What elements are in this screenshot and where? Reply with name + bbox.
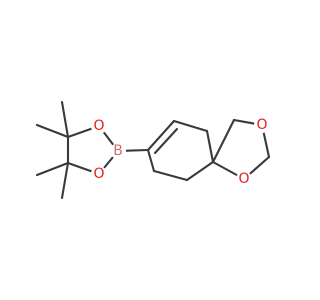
bond-ring-6 (146, 148, 156, 173)
bond-methyl-1 (60, 100, 70, 139)
boron-label: B (113, 143, 123, 159)
atom-oxygen-dioxolane-top: O (254, 117, 270, 133)
bond-ring-1 (146, 119, 176, 152)
molecule-structure: B O O O O (35, 100, 271, 200)
oxygen-label: O (93, 166, 104, 182)
bond-ring-3 (205, 129, 215, 164)
bond-methyl-4 (60, 161, 70, 200)
molecule-diagram: B O O O O (35, 100, 271, 200)
oxygen-label: O (238, 171, 249, 187)
oxygen-label: O (93, 118, 104, 134)
atom-oxygen-dioxolane-bottom: O (236, 171, 252, 187)
oxygen-label: O (256, 117, 267, 133)
bond-ring-5 (152, 169, 189, 182)
bond-ring-4 (185, 160, 215, 182)
bond-spiro-ch2 (211, 118, 236, 164)
bond-methyl-2 (35, 123, 70, 139)
atom-boron: B (110, 143, 126, 159)
bond-ring-1-double (153, 127, 179, 155)
atom-oxygen-boronate-top: O (91, 118, 107, 134)
bond-methyl-3 (35, 161, 70, 177)
atom-oxygen-boronate-bottom: O (91, 166, 107, 182)
bond-ring-2 (172, 119, 209, 133)
